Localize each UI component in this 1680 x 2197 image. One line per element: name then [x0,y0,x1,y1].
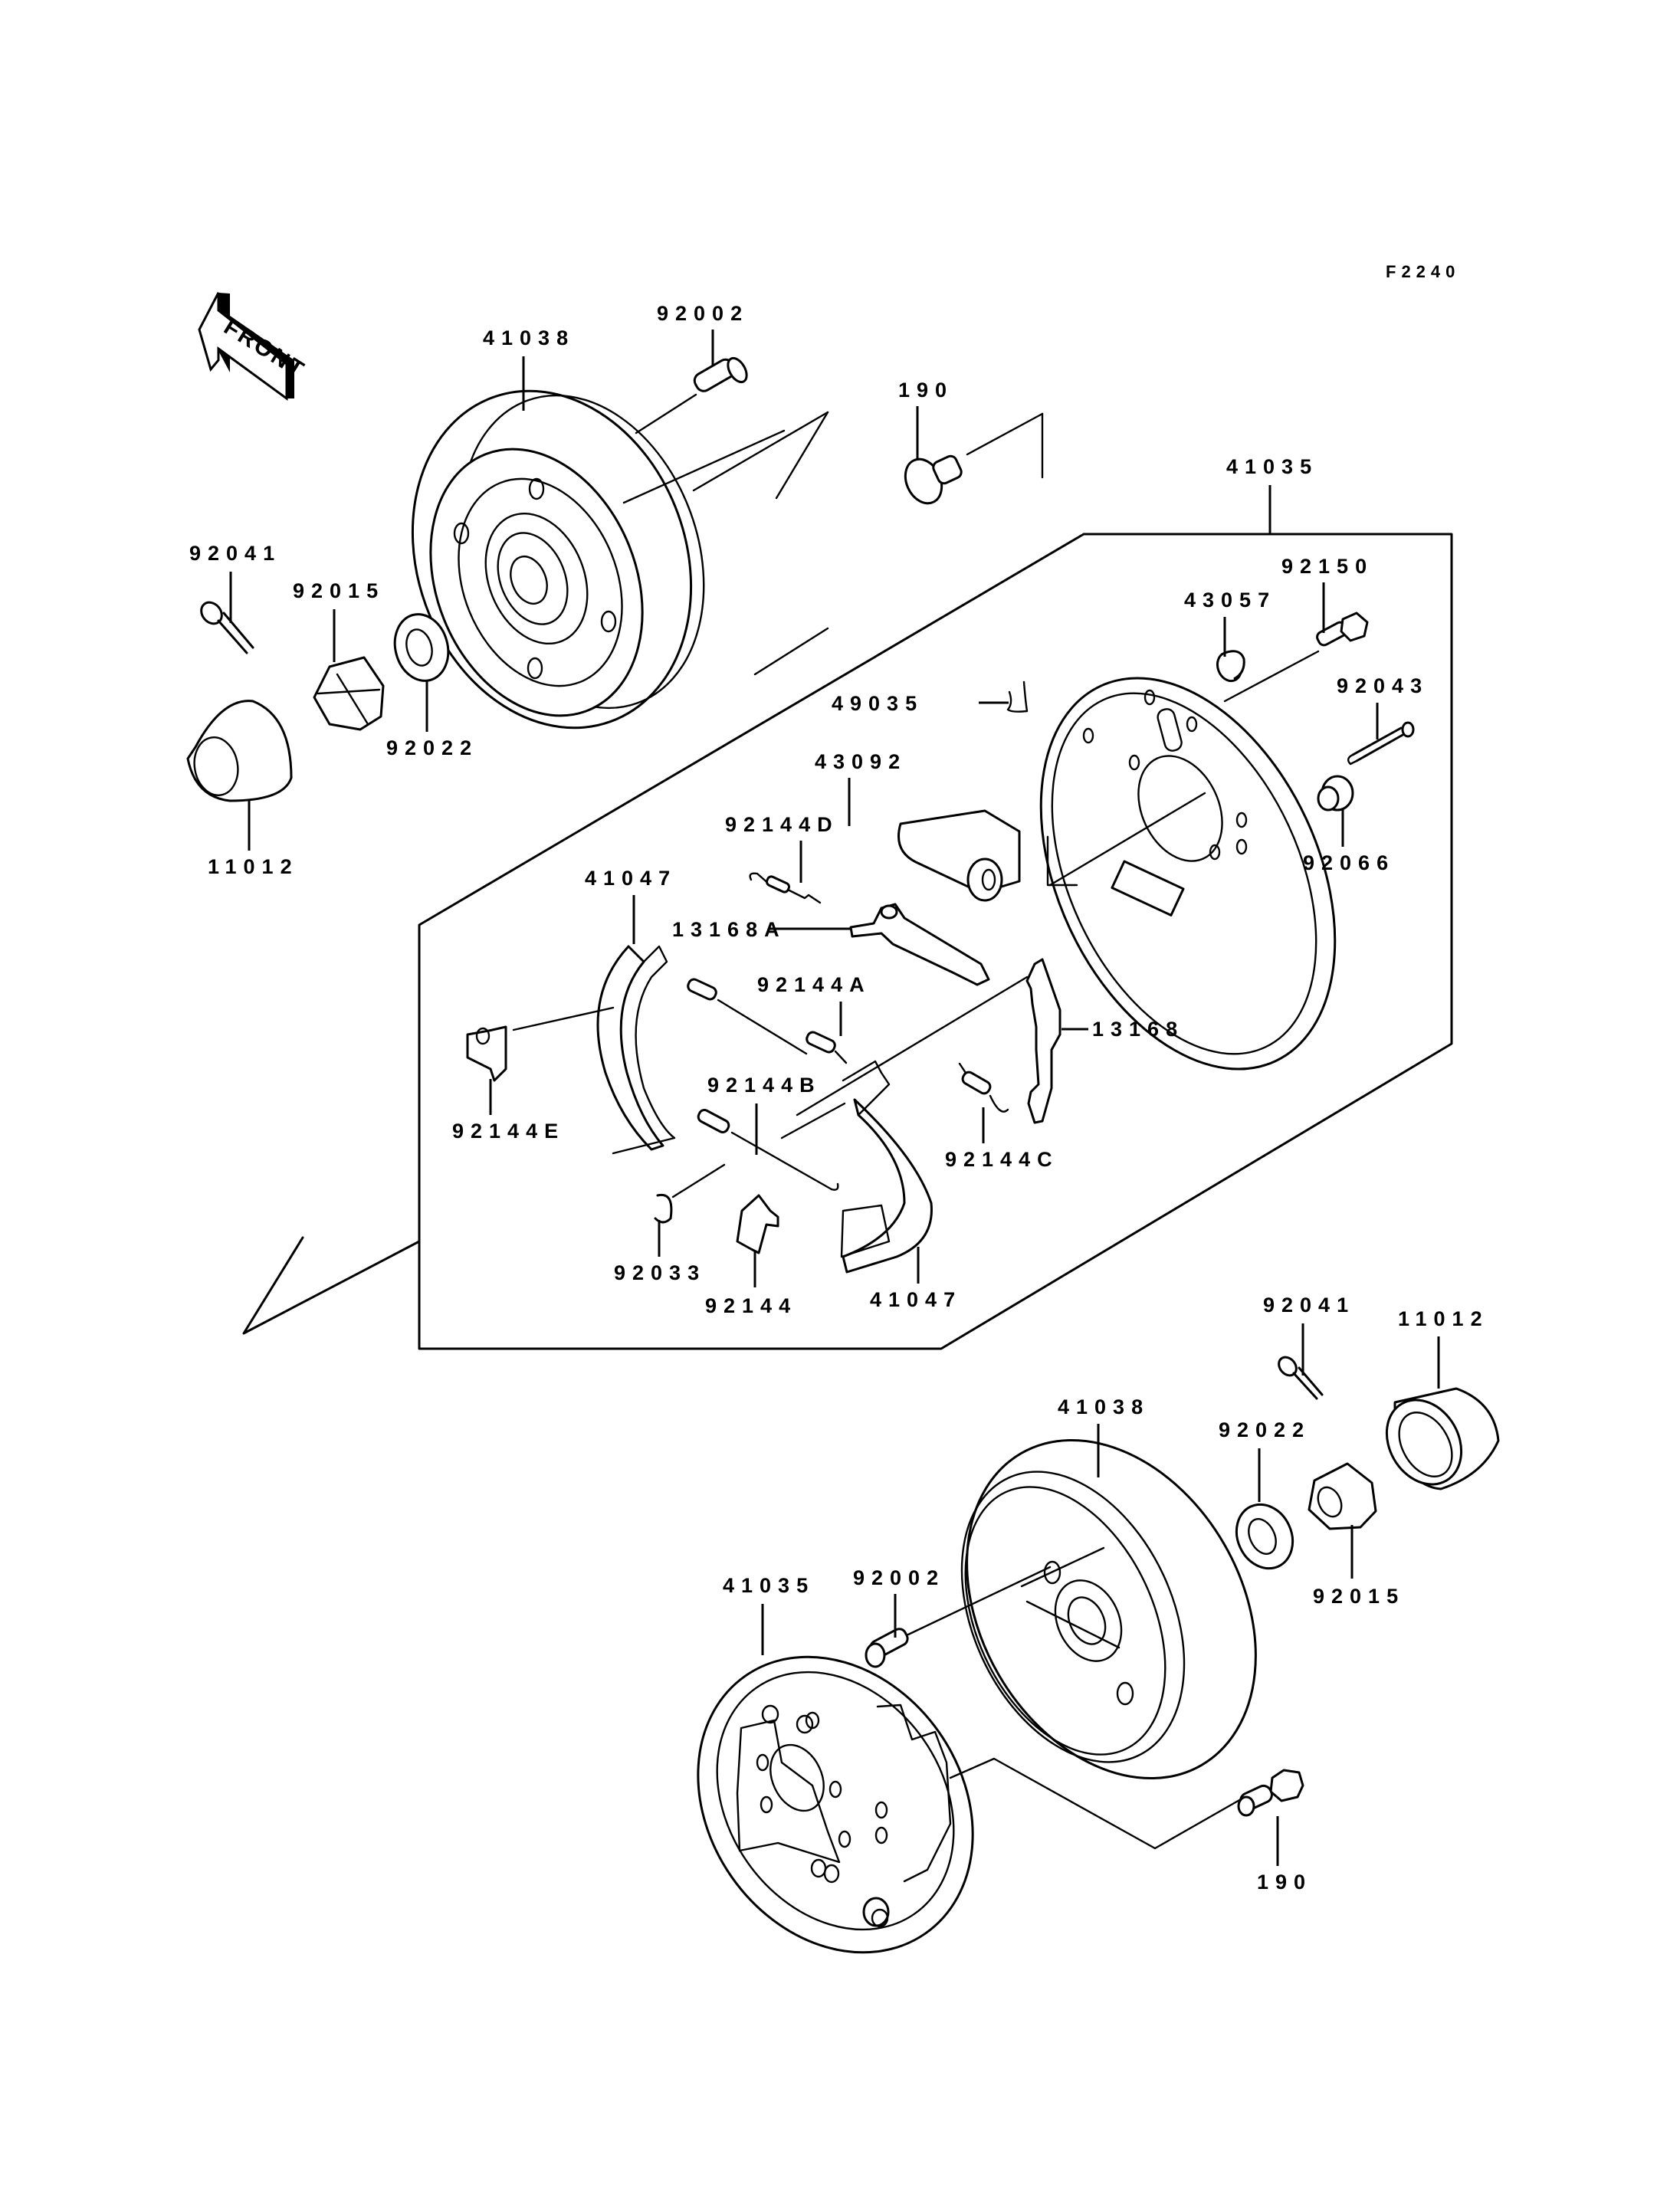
backing-plate-top[interactable] [983,631,1393,1116]
brake-drum-bottom[interactable] [908,1388,1314,1830]
grease-cap-left[interactable] [186,700,293,802]
castle-nut-right[interactable] [1308,1462,1377,1530]
spring-92144B[interactable] [697,1102,846,1191]
backing-plate-bottom[interactable] [641,1603,1258,2005]
part-label-92022-left[interactable]: 92022 [386,736,478,759]
pin-92043[interactable] [1347,721,1415,766]
cotter-pin-left[interactable] [197,598,254,654]
spring-92144A[interactable] [686,978,848,1064]
part-label-92043[interactable]: 92043 [1337,674,1429,697]
part-label-92144A[interactable]: 92144A [757,973,871,996]
part-label-11012-right[interactable]: 11012 [1398,1307,1489,1330]
part-label-92041-left[interactable]: 92041 [189,542,281,565]
bolt-92150[interactable] [1315,612,1369,647]
nut-92066[interactable] [1317,775,1354,812]
front-arrow-icon: FRONT [198,292,310,401]
clip-49035[interactable] [1006,680,1029,713]
wheel-stud-bottom[interactable] [865,1566,1052,1668]
assembly-boundary [418,533,1453,1350]
brake-shoe-lower[interactable] [840,1060,933,1274]
part-label-190-bottom[interactable]: 190 [1257,1871,1312,1894]
bleeder-bolt-top[interactable] [898,412,1044,509]
wheel-stud-top[interactable] [635,355,750,434]
lever-13168[interactable] [796,958,1061,1124]
part-label-41047-upper[interactable]: 41047 [585,867,677,890]
part-label-41035-top[interactable]: 41035 [1226,455,1318,478]
assembly-boundary-extension [242,1236,421,1335]
lever-13168A[interactable] [849,903,990,986]
part-label-92033[interactable]: 92033 [614,1261,706,1284]
cap-43057[interactable] [1213,649,1245,684]
bleeder-bolt-bottom[interactable] [1237,1769,1304,1817]
brake-drum-top[interactable] [367,352,829,768]
brake-shoe-upper[interactable] [596,945,676,1155]
part-label-92002-bottom[interactable]: 92002 [853,1566,945,1589]
hold-down-92144E[interactable] [466,1006,615,1082]
washer-left[interactable] [388,608,455,687]
part-label-92144B[interactable]: 92144B [707,1074,822,1097]
part-label-92066[interactable]: 92066 [1303,851,1395,874]
part-label-92150[interactable]: 92150 [1281,555,1373,578]
grease-cap-right[interactable] [1372,1386,1500,1497]
part-label-43057[interactable]: 43057 [1184,589,1276,612]
part-label-41047-lower[interactable]: 41047 [870,1288,962,1311]
cotter-pin-right[interactable] [1275,1354,1324,1400]
part-label-11012-left[interactable]: 11012 [208,855,299,878]
hold-down-92144[interactable] [736,1194,779,1254]
part-label-43092[interactable]: 43092 [815,750,907,773]
part-label-190-top[interactable]: 190 [898,379,953,402]
part-label-92144E[interactable]: 92144E [452,1120,565,1143]
e-clip-92033[interactable] [654,1163,726,1224]
part-label-49035[interactable]: 49035 [832,692,924,715]
part-label-92022-right[interactable]: 92022 [1219,1418,1311,1441]
diagram-reference-code: F2240 [1386,262,1460,281]
part-label-92002-top[interactable]: 92002 [657,302,749,325]
part-label-92144C[interactable]: 92144C [945,1148,1059,1171]
part-label-92041-right[interactable]: 92041 [1263,1294,1355,1317]
castle-nut-left[interactable] [313,656,385,731]
wheel-cylinder-43092[interactable] [897,809,1021,902]
part-label-41038-top[interactable]: 41038 [483,326,575,349]
part-label-92144D[interactable]: 92144D [725,813,839,836]
part-label-92144[interactable]: 92144 [705,1294,797,1317]
washer-right[interactable] [1226,1495,1303,1578]
spring-92144D[interactable] [749,872,822,904]
part-label-13168[interactable]: 13168 [1092,1018,1184,1041]
part-label-41038-bottom[interactable]: 41038 [1058,1395,1150,1418]
part-label-13168A[interactable]: 13168A [672,918,786,941]
part-label-92015-left[interactable]: 92015 [293,579,385,602]
spring-92144C[interactable] [958,1062,1009,1113]
part-label-41035-bottom[interactable]: 41035 [723,1574,815,1597]
part-label-92015-right[interactable]: 92015 [1313,1585,1405,1608]
